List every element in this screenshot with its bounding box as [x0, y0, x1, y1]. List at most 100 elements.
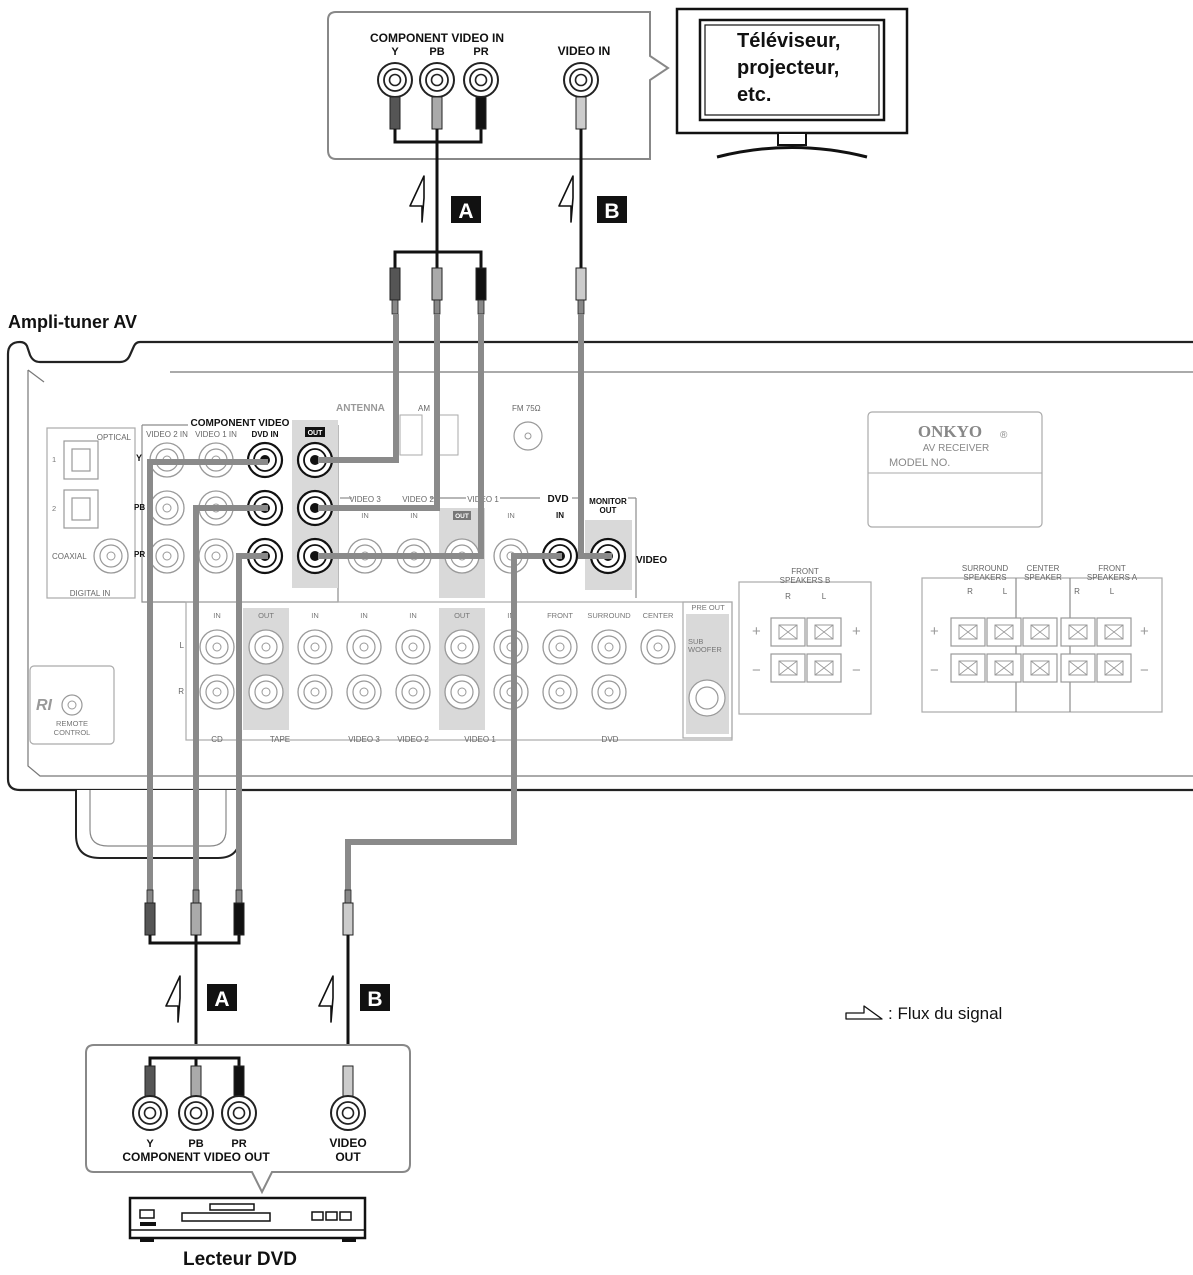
dvd-output-panel: Y PB PR COMPONENT VIDEO OUT VIDEO OUT: [85, 1044, 411, 1195]
video2-label: VIDEO 2: [402, 495, 434, 504]
tag-a-top: [451, 196, 481, 223]
audio-jack: [199, 629, 235, 665]
av-receiver-label: AV RECEIVER: [923, 443, 990, 454]
front-a-1: FRONT: [1098, 564, 1126, 573]
video-in-label: VIDEO IN: [558, 44, 611, 58]
component-video-out-label: COMPONENT VIDEO OUT: [122, 1150, 270, 1164]
audio-l: L: [180, 641, 185, 650]
audio-col-1: IN: [213, 611, 221, 620]
svg-text:−: −: [752, 662, 761, 679]
audio-jack: [395, 674, 431, 710]
remote-label-2: CONTROL: [54, 728, 91, 737]
v2-in: IN: [410, 511, 418, 520]
dvd-player-icon: Lecteur DVD: [128, 1196, 367, 1270]
am-label: AM: [418, 404, 430, 413]
dvd-jack-label-pb: PB: [188, 1138, 203, 1150]
audio-bottom-v2: VIDEO 2: [397, 735, 429, 744]
audio-jack: [297, 674, 333, 710]
signal-flow-arrow-a-top: [409, 175, 425, 223]
comp-col-out: OUT: [308, 430, 324, 437]
audio-jack: [444, 629, 480, 665]
audio-jack: [542, 674, 578, 710]
tag-b-top-text: B: [604, 200, 619, 223]
front-b-l: L: [822, 592, 827, 601]
dvd-jack-label-pr: PR: [231, 1138, 246, 1150]
tv-jack-pr: [463, 62, 499, 98]
svg-text:+: +: [852, 623, 861, 640]
video-label: VIDEO: [636, 555, 667, 566]
svg-text:−: −: [1140, 662, 1149, 679]
receiver-title: Ampli-tuner AV: [8, 312, 137, 332]
model-no-label: MODEL NO.: [889, 457, 950, 469]
front-a-r: R: [1074, 587, 1080, 596]
signal-flow-arrow-a-bottom: [165, 975, 181, 1023]
audio-col-6: OUT: [454, 611, 470, 620]
center-sp-2: SPEAKER: [1024, 573, 1062, 582]
surround-sp-1: SURROUND: [962, 564, 1008, 573]
audio-jack: [444, 674, 480, 710]
v1-in: IN: [507, 511, 515, 520]
ri-logo: RI: [36, 697, 53, 714]
front-b-r: R: [785, 592, 791, 601]
svg-text:®: ®: [1000, 430, 1008, 441]
component-video-label: COMPONENT VIDEO: [191, 418, 290, 429]
audio-bottom-cd: CD: [211, 735, 223, 744]
surround-l: L: [1003, 587, 1008, 596]
legend-text: : Flux du signal: [888, 1004, 1002, 1023]
pre-out-label: PRE OUT: [691, 603, 725, 612]
dvd-jack-y: [132, 1095, 168, 1131]
tag-a-top-text: A: [458, 200, 473, 223]
audio-jack: [248, 674, 284, 710]
comp-row-pr: PR: [134, 550, 145, 559]
audio-col-4: IN: [360, 611, 368, 620]
tag-a-bottom: [207, 984, 237, 1011]
tag-b-top: [597, 196, 627, 223]
tag-b-bottom: [360, 984, 390, 1011]
audio-jack: [640, 629, 676, 665]
dvd-jack-pr: [221, 1095, 257, 1131]
tv-jack-pb: [419, 62, 455, 98]
comp-col-video2: VIDEO 2 IN: [146, 430, 188, 439]
digital-in-label: DIGITAL IN: [70, 589, 111, 598]
tag-b-bottom-text: B: [367, 988, 382, 1011]
tv-label-line3: etc.: [737, 84, 771, 106]
tv-label-line1: Téléviseur,: [737, 30, 840, 52]
comp-col-video1: VIDEO 1 IN: [195, 430, 237, 439]
dvd-player-label: Lecteur DVD: [183, 1249, 297, 1270]
surround-r: R: [967, 587, 973, 596]
video-out-label-2: OUT: [335, 1150, 361, 1164]
audio-col-2: OUT: [258, 611, 274, 620]
optical-num-1: 1: [52, 455, 56, 464]
surround-sp-2: SPEAKERS: [963, 573, 1006, 582]
center-sp-1: CENTER: [1027, 564, 1060, 573]
monitor-out-1: MONITOR: [589, 497, 627, 506]
sub-woofer-2: WOOFER: [688, 645, 722, 654]
audio-jack: [591, 629, 627, 665]
fm-label: FM 75Ω: [512, 404, 541, 413]
legend: : Flux du signal: [845, 1004, 1002, 1023]
signal-flow-arrow-b-top: [558, 175, 574, 223]
dvd-jack-video: [330, 1095, 366, 1131]
svg-text:+: +: [752, 623, 761, 640]
svg-text:−: −: [930, 662, 939, 679]
dvd-jack-pb: [178, 1095, 214, 1131]
video3-label: VIDEO 3: [349, 495, 381, 504]
tv-jack-label-pb: PB: [429, 46, 444, 58]
lower-plugs: [144, 889, 354, 1070]
comp-row-y: Y: [136, 453, 142, 463]
coaxial-label: COAXIAL: [52, 552, 87, 561]
audio-jack: [297, 629, 333, 665]
audio-col-5: IN: [409, 611, 417, 620]
audio-col-9: SURROUND: [587, 611, 631, 620]
dvd-jack-label-y: Y: [146, 1138, 154, 1150]
comp-row-pb: PB: [134, 503, 145, 512]
tv-jack-label-y: Y: [391, 46, 399, 58]
remote-label-1: REMOTE: [56, 719, 88, 728]
tv-icon: Téléviseur, projecteur, etc.: [675, 7, 909, 159]
flow-legend-icon: [845, 1005, 883, 1020]
audio-col-10: CENTER: [643, 611, 674, 620]
v1-out: OUT: [455, 513, 469, 520]
svg-text:+: +: [930, 623, 939, 640]
audio-jack: [591, 674, 627, 710]
